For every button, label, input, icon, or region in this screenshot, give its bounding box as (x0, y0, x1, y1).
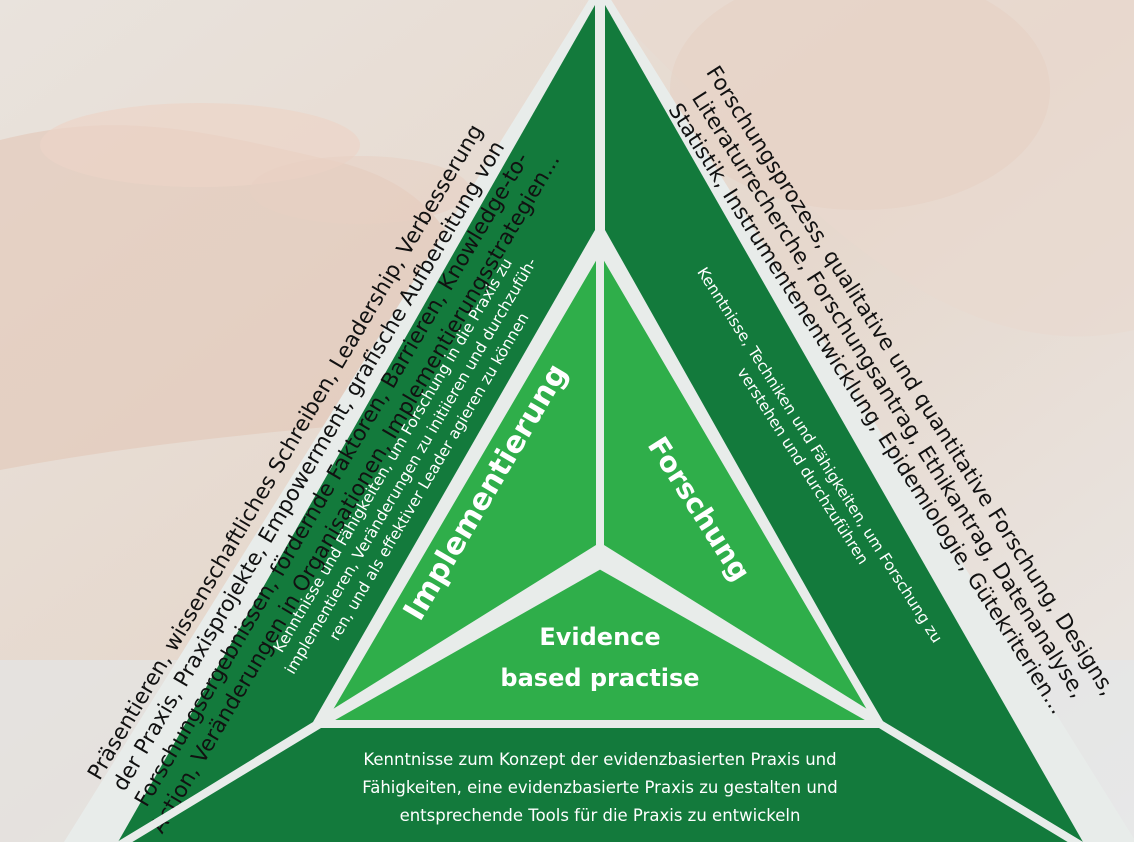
bottom-line-3: entsprechende Tools für die Praxis zu en… (400, 806, 801, 825)
bottom-line-2: Fähigkeiten, eine evidenzbasierte Praxis… (362, 778, 837, 797)
left-outer-panel (118, 5, 595, 842)
center-label-line-1: Evidence (539, 623, 660, 651)
right-outer-panel (605, 5, 1083, 842)
center-panel (328, 567, 872, 720)
center-label-line-2: based practise (500, 664, 699, 692)
separators (116, 0, 1084, 842)
bottom-text: Kenntnisse zum Konzept der evidenzbasier… (362, 750, 837, 825)
bottom-line-1: Kenntnisse zum Konzept der evidenzbasier… (363, 750, 836, 769)
bottom-outer-panel (125, 728, 1075, 842)
